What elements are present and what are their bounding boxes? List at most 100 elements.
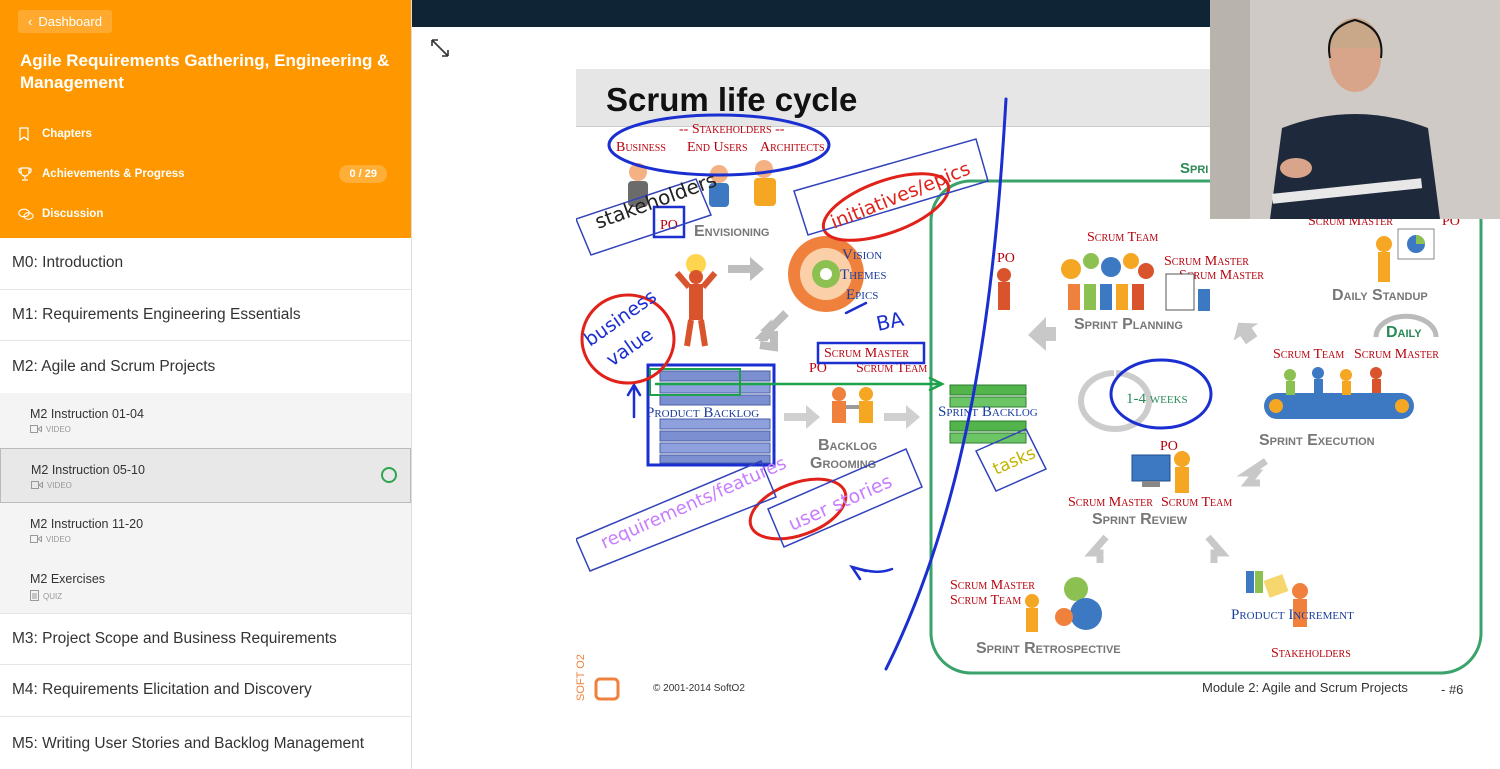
product-backlog-stack: [659, 370, 771, 464]
lesson-item[interactable]: M2 Exercises QUIZ: [0, 558, 411, 613]
chevron-left-icon: ‹: [28, 14, 33, 29]
ink-annotations: [576, 97, 1213, 671]
lesson-type-label: VIDEO: [47, 481, 72, 490]
nav-discussion[interactable]: Discussion: [18, 194, 393, 234]
quiz-icon: [30, 589, 39, 603]
dashboard-back-button[interactable]: ‹ Dashboard: [18, 10, 112, 33]
scrum-team-review: Scrum Team: [1161, 495, 1232, 510]
chat-icon: [18, 208, 42, 221]
nav-chapters-label: Chapters: [42, 128, 92, 140]
annotation-tasks: tasks: [990, 443, 1039, 479]
lesson-type: VIDEO: [30, 534, 381, 545]
instructor-webcam: [1210, 0, 1500, 219]
arrow-icon: [1084, 534, 1109, 563]
softo2-logo: SOFT O2: [576, 654, 620, 701]
annotation-ba: BA: [874, 307, 906, 336]
vision-target-icon: [788, 236, 864, 312]
lesson-item[interactable]: M2 Instruction 01-04 VIDEO: [0, 393, 411, 448]
video-icon: [30, 424, 42, 435]
lesson-title: M2 Instruction 01-04: [30, 406, 144, 421]
progress-badge: 0 / 29: [339, 165, 387, 183]
module-m1[interactable]: M1: Requirements Engineering Essentials: [0, 290, 411, 341]
sprint-label: Spri: [1180, 160, 1208, 177]
stakeholders-header: -- Stakeholders --: [679, 122, 785, 137]
cycle-arrow-icon: [1373, 313, 1439, 338]
themes-label: Themes: [840, 267, 886, 283]
module-m2[interactable]: M2: Agile and Scrum Projects: [12, 357, 216, 375]
nav-achievements[interactable]: Achievements & Progress 0 / 29: [18, 154, 393, 194]
module-m3[interactable]: M3: Project Scope and Business Requireme…: [0, 614, 411, 665]
lesson-type: VIDEO: [31, 480, 380, 491]
scrum-team-execution: Scrum Team: [1273, 347, 1344, 362]
arrow-icon: [728, 257, 764, 281]
lesson-type-label: VIDEO: [46, 535, 71, 544]
nav-chapters[interactable]: Chapters: [18, 114, 393, 154]
backlog-grooming-label-2: Grooming: [810, 455, 876, 472]
lesson-title: M2 Instruction 11-20: [30, 516, 144, 531]
instructor-video-frame: [1210, 0, 1500, 219]
trophy-icon: [18, 167, 42, 181]
arrow-icon: [784, 405, 820, 429]
module-footer: Module 2: Agile and Scrum Projects: [1202, 680, 1408, 695]
sprint-backlog-stack: [949, 384, 1027, 444]
daily-standup-figure: [1376, 228, 1435, 282]
logo-text: SOFT O2: [576, 654, 587, 701]
slide-title: Scrum life cycle: [606, 81, 858, 118]
arrow-icon: [884, 405, 920, 429]
lesson-type: QUIZ: [30, 589, 381, 603]
video-icon: [30, 534, 42, 545]
scrum-master-execution: Scrum Master: [1354, 347, 1439, 362]
daily-label: Daily: [1386, 324, 1422, 341]
scrum-master-pb: Scrum Master: [824, 346, 909, 361]
retrospective-gears-icon: [1025, 577, 1102, 632]
daily-standup-label: Daily Standup: [1332, 287, 1428, 304]
architects-label: Architects: [760, 140, 825, 155]
copyright-text: © 2001-2014 SoftO2: [653, 683, 745, 694]
lesson-title: M2 Exercises: [30, 571, 106, 586]
sprint-execution-label: Sprint Execution: [1259, 432, 1375, 449]
module-m5[interactable]: M5: Writing User Stories and Backlog Man…: [0, 717, 411, 769]
module-m0[interactable]: M0: Introduction: [0, 238, 411, 290]
sprint-planning-label: Sprint Planning: [1074, 316, 1183, 333]
product-increment-icon: [1246, 571, 1308, 627]
dashboard-back-label: Dashboard: [38, 14, 102, 29]
lesson-item-active[interactable]: M2 Instruction 05-10 VIDEO: [0, 447, 411, 503]
lesson-type-label: VIDEO: [46, 425, 71, 434]
scrum-team-sprint-planning: Scrum Team: [1087, 230, 1158, 245]
scrum-master-retro: Scrum Master: [950, 578, 1035, 593]
scrum-master-review: Scrum Master: [1068, 495, 1153, 510]
course-title: Agile Requirements Gathering, Engineerin…: [20, 51, 390, 92]
grooming-figures: [832, 387, 873, 423]
epics-label: Epics: [846, 287, 878, 303]
nav-discussion-label: Discussion: [42, 208, 104, 220]
scrum-lifecycle-diagram: Spri -- Stakeholders -- Business End Use…: [576, 97, 1483, 701]
po-sprint-planning: PO: [997, 251, 1015, 266]
po-figure: [674, 254, 718, 347]
po-pb: PO: [809, 361, 827, 376]
scrum-team-retro: Scrum Team: [950, 593, 1021, 608]
nav-achievements-label: Achievements & Progress: [42, 168, 185, 180]
arrow-icon: [1205, 534, 1230, 563]
slide-number: - #6: [1441, 682, 1464, 697]
stakeholders-pi-label: Stakeholders: [1271, 646, 1351, 661]
module-m2-lessons: M2 Instruction 01-04 VIDEO M2 Instructio…: [0, 392, 411, 614]
arrow-icon: [1236, 458, 1268, 487]
po-figure-sprint: [997, 268, 1011, 310]
business-label: Business: [616, 140, 666, 155]
sprint-retrospective-label: Sprint Retrospective: [976, 640, 1121, 657]
po-review: PO: [1160, 439, 1178, 454]
sprint-review-figures: [1131, 451, 1190, 493]
lesson-item[interactable]: M2 Instruction 11-20 VIDEO: [0, 503, 411, 558]
lesson-type: VIDEO: [30, 424, 381, 435]
cycle-arrow-icon: [1078, 370, 1152, 432]
sprint-review-label: Sprint Review: [1092, 511, 1188, 528]
video-icon: [31, 480, 43, 491]
scrum-team-pb: Scrum Team: [856, 361, 927, 376]
module-m4[interactable]: M4: Requirements Elicitation and Discove…: [0, 665, 411, 717]
bookmark-icon: [18, 127, 42, 141]
course-sidebar: ‹ Dashboard Agile Requirements Gathering…: [0, 0, 412, 769]
po-envisioning: PO: [660, 218, 678, 233]
arrow-icon: [1233, 322, 1259, 345]
sprint-execution-runners: [1264, 367, 1414, 419]
expand-icon[interactable]: [430, 38, 450, 58]
